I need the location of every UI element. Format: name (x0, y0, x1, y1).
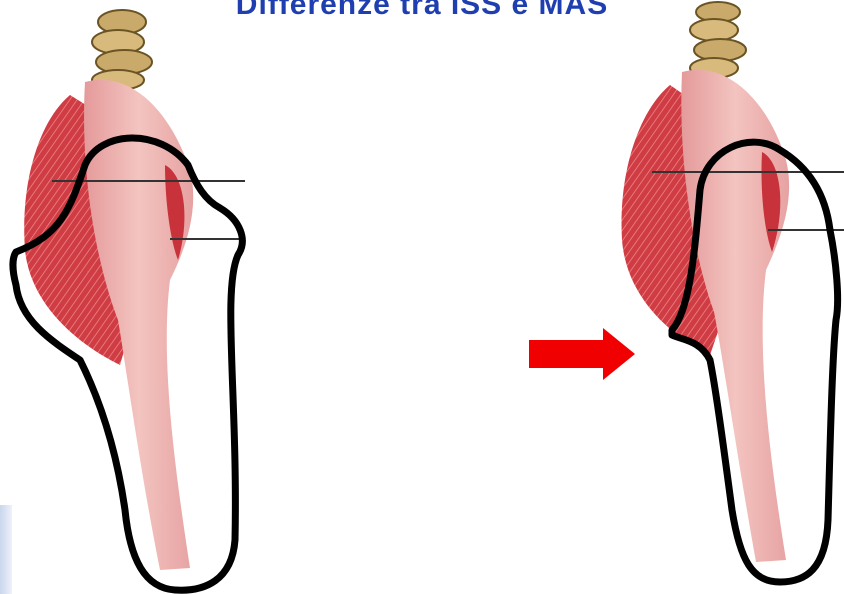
vertebrae (690, 2, 746, 78)
vertebrae (92, 10, 152, 90)
left-shoulder-illustration (0, 0, 260, 594)
right-shoulder-illustration (600, 0, 844, 594)
